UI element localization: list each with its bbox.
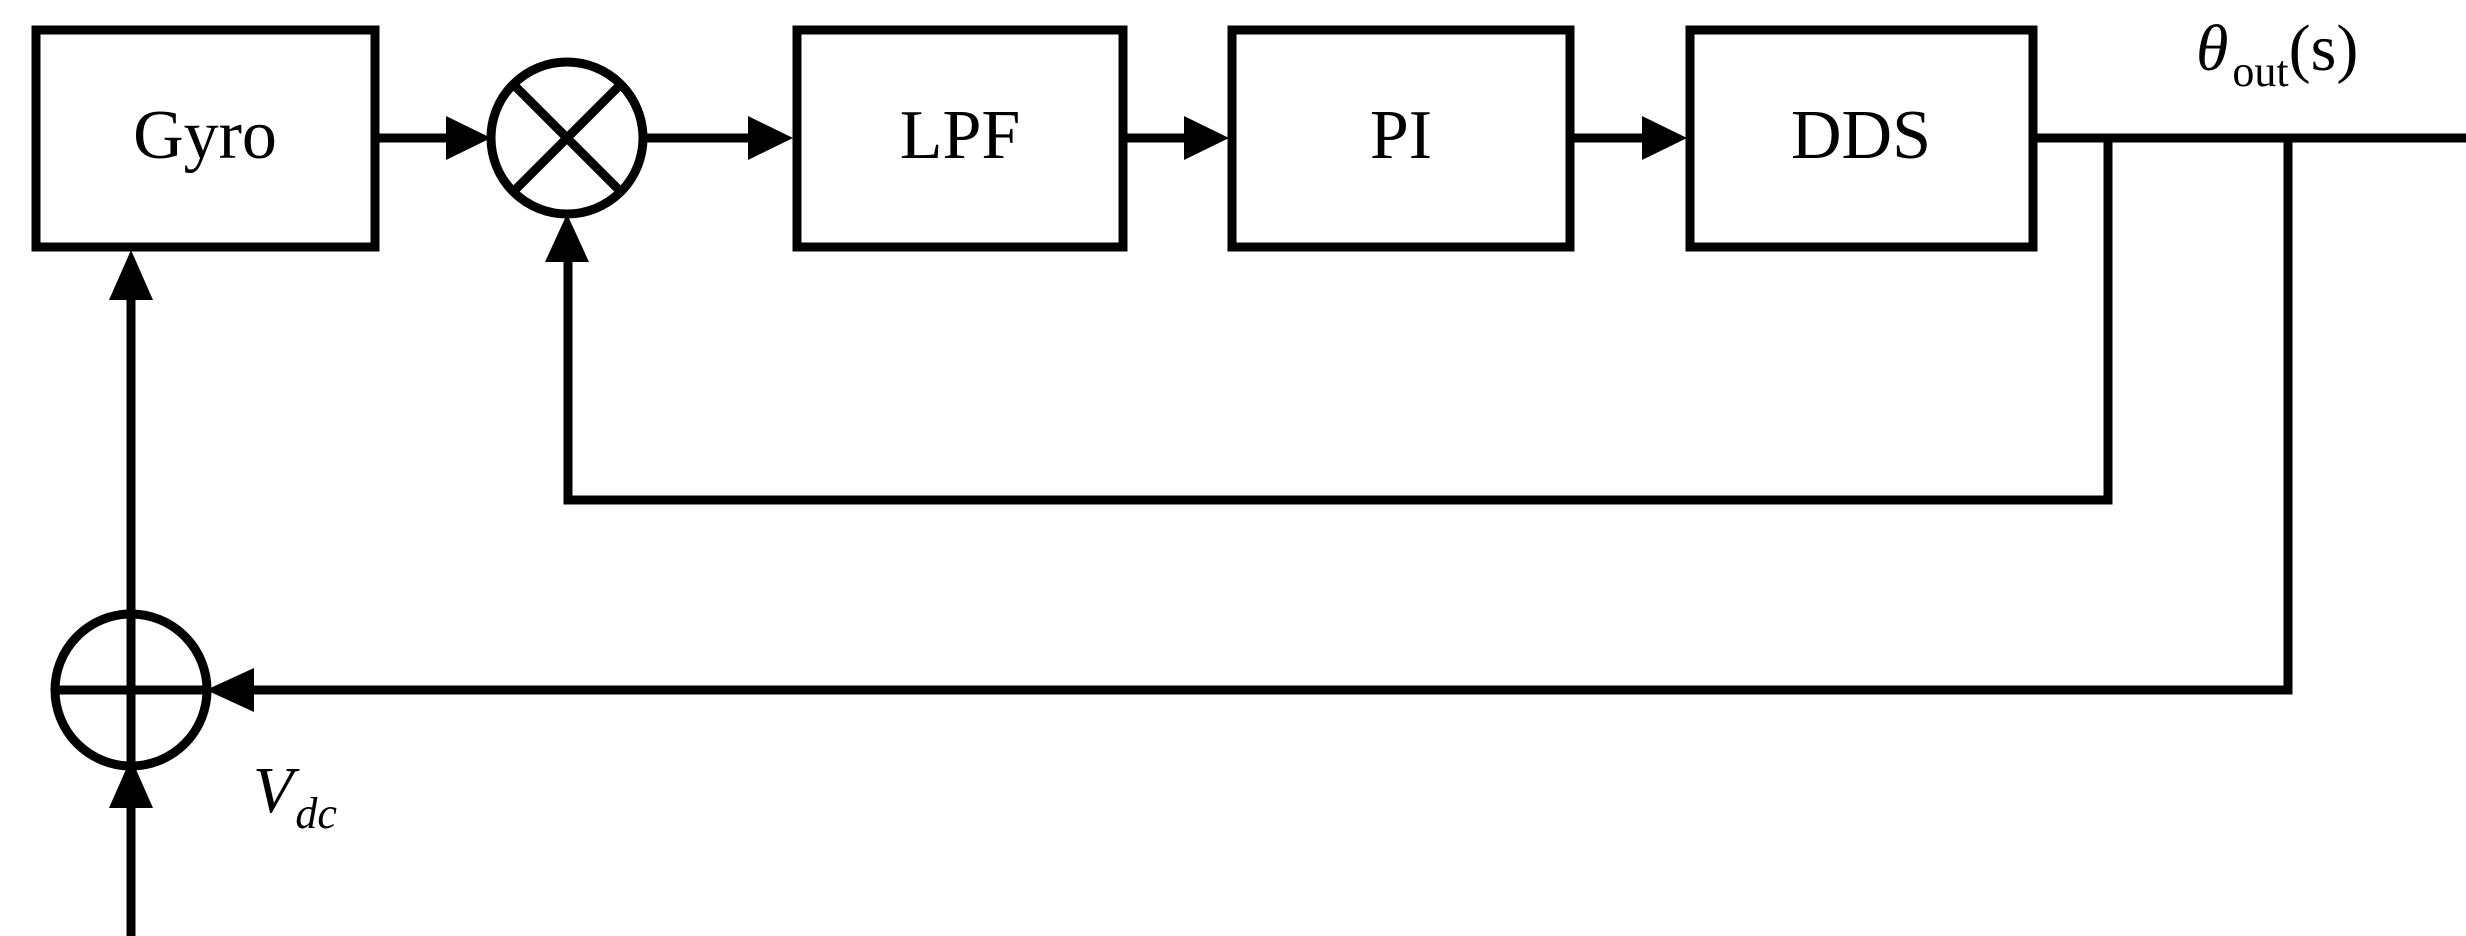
theta-subscript: out (2232, 47, 2288, 96)
signal-label-theta-out: θout(s) (2196, 12, 2358, 96)
block-dds-label: DDS (1791, 97, 1931, 174)
connection-mixer-to-lpf (643, 116, 793, 160)
connection-inner-feedback (545, 138, 2113, 505)
arrowhead-icon (545, 214, 589, 262)
signal-label-vdc: Vdc (253, 754, 337, 838)
block-gyro[interactable]: Gyro (31, 25, 380, 252)
theta-suffix: (s) (2289, 12, 2359, 85)
arrowhead-icon (748, 116, 793, 160)
block-pi[interactable]: PI (1227, 25, 1575, 252)
block-gyro-label: Gyro (133, 97, 277, 174)
multiplier-mixer-node[interactable] (486, 57, 648, 219)
arrowhead-icon (446, 116, 491, 160)
connection-vdc-input (109, 758, 153, 936)
v-symbol: V (253, 754, 300, 827)
connection-pi-to-dds (1570, 116, 1687, 160)
summing-junction-node[interactable] (50, 609, 212, 771)
arrowhead-icon (206, 668, 254, 712)
arrowhead-icon (109, 250, 153, 300)
block-lpf-label: LPF (900, 97, 1021, 174)
connection-lpf-to-pi (1123, 116, 1229, 160)
theta-symbol: θ (2196, 12, 2228, 85)
block-lpf[interactable]: LPF (792, 25, 1128, 252)
connection-gyro-to-mixer (375, 116, 491, 160)
v-subscript: dc (295, 789, 337, 838)
connection-summer-to-gyro (109, 250, 153, 614)
block-dds[interactable]: DDS (1685, 25, 2038, 252)
connection-outer-feedback (206, 138, 2293, 712)
arrowhead-icon (1642, 116, 1687, 160)
arrowhead-icon (109, 758, 153, 808)
block-pi-label: PI (1370, 97, 1432, 174)
arrowhead-icon (1184, 116, 1229, 160)
cross-x-icon (509, 80, 625, 196)
